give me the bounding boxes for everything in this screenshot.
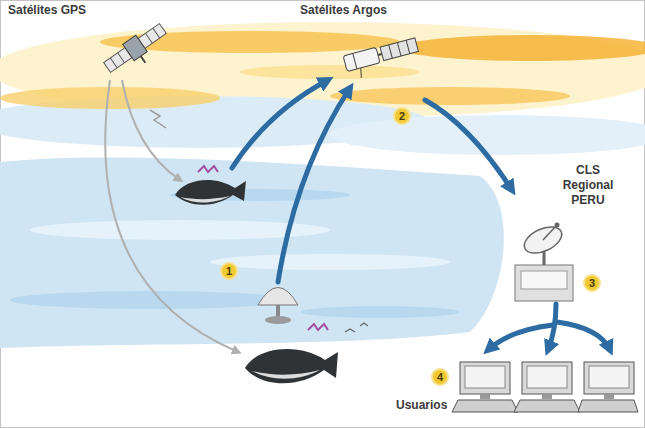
part-label: CLS Regional PERU <box>556 163 620 208</box>
user-computer <box>452 362 518 412</box>
callout-circle: 4 <box>431 368 449 386</box>
gps-satellite <box>101 20 173 82</box>
buoy <box>258 288 298 325</box>
callout-number: 3 <box>583 274 601 289</box>
sea <box>0 157 504 348</box>
part-label: Satélites Argos <box>300 3 387 18</box>
callout-fill <box>584 275 600 291</box>
part-label: Usuarios <box>396 398 447 413</box>
callout-number: 1 <box>220 262 238 277</box>
gps-signal <box>105 80 238 352</box>
callout-fill <box>394 108 410 124</box>
callout-fill <box>432 369 448 385</box>
data-link <box>232 80 610 350</box>
callout-number: 2 <box>393 107 411 122</box>
callout-circle: 2 <box>393 107 411 125</box>
user-computer <box>514 362 580 412</box>
callout-number: 4 <box>431 368 449 383</box>
callout-fill <box>221 263 237 279</box>
callout-circle: 1 <box>220 262 238 280</box>
tagged-animal <box>175 166 246 205</box>
callout-circle: 3 <box>583 274 601 292</box>
user-computer <box>578 362 638 412</box>
tagged-animal <box>245 323 368 383</box>
part-label: Satélites GPS <box>8 3 86 18</box>
argos-satellite <box>343 37 421 81</box>
ground-station <box>515 222 573 301</box>
